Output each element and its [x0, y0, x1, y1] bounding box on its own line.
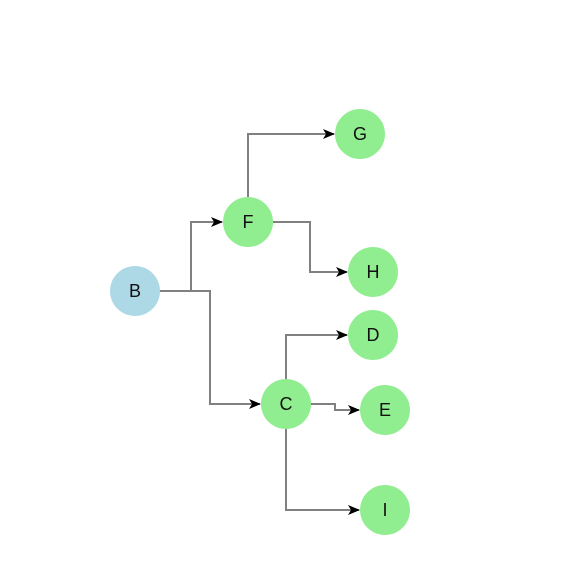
- node-c-label: C: [280, 394, 293, 414]
- edge-c-i: [285, 429, 360, 515]
- nodes-layer: B F G H C D E I: [110, 109, 410, 535]
- node-c-circle: [261, 379, 311, 429]
- node-f-label: F: [243, 212, 254, 232]
- node-b-circle: [110, 266, 160, 316]
- node-g-circle: [335, 109, 385, 159]
- node-d-circle: [348, 310, 398, 360]
- node-g-label: G: [353, 124, 367, 144]
- node-i: I: [360, 485, 410, 535]
- node-h-label: H: [367, 262, 380, 282]
- node-b-label: B: [129, 281, 141, 301]
- edge-c-d: [285, 330, 348, 379]
- edge-f-h: [273, 221, 348, 277]
- node-h-circle: [348, 247, 398, 297]
- edges-layer: [160, 129, 360, 515]
- node-b: B: [110, 266, 160, 316]
- node-e-label: E: [379, 400, 391, 420]
- edge-c-e: [311, 403, 360, 415]
- node-i-label: I: [382, 500, 387, 520]
- edge-f-g: [247, 129, 335, 197]
- node-i-circle: [360, 485, 410, 535]
- node-d-label: D: [367, 325, 380, 345]
- node-f-circle: [223, 197, 273, 247]
- node-e: E: [360, 385, 410, 435]
- edge-b-f: [160, 217, 223, 292]
- node-e-circle: [360, 385, 410, 435]
- node-g: G: [335, 109, 385, 159]
- node-d: D: [348, 310, 398, 360]
- node-c: C: [261, 379, 311, 429]
- edge-b-c: [160, 290, 261, 409]
- node-f: F: [223, 197, 273, 247]
- node-h: H: [348, 247, 398, 297]
